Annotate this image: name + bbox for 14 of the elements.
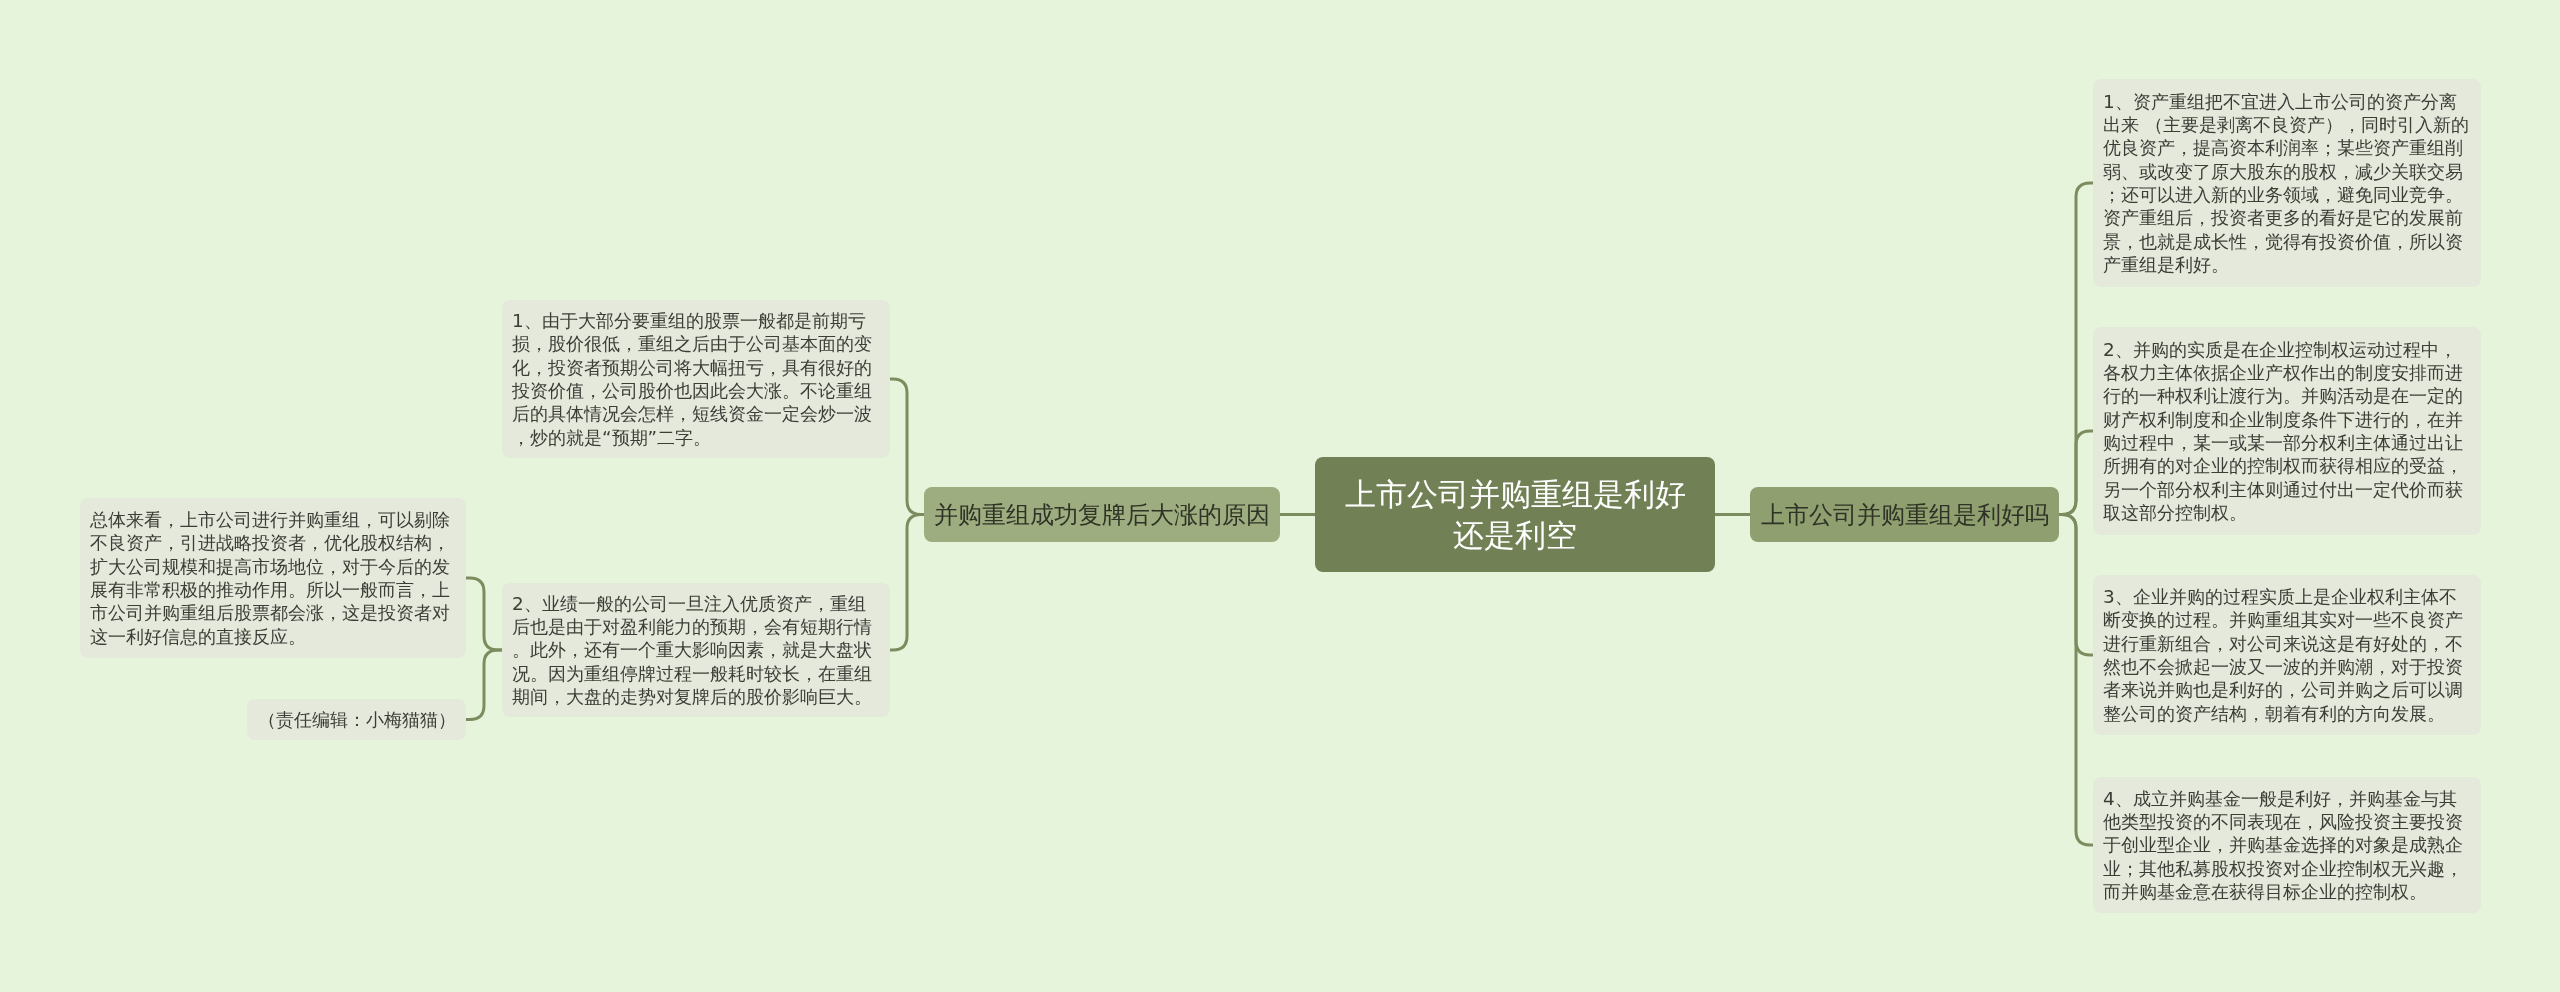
note-box: 3、企业并购的过程实质上是企业权利主体不断变换的过程。并购重组其实对一些不良资产进行重新组合，对公司来说这是有好处的，不然也不会掀起一波又一波的并购潮，对于投资者来说并购也是利好的，公司并购之后可以调整公司的资产结构，朝着有利的方向发展。 <box>2093 575 2481 735</box>
note-box: 2、业绩一般的公司一旦注入优质资产，重组后也是由于对盈利能力的预期，会有短期行情。此外，还有一个重大影响因素，就是大盘状况。因为重组停牌过程一般耗时较长，在重组期间，大盘的走势对复牌后的股价影响巨大。 <box>502 583 890 717</box>
central-topic-box: 上市公司并购重组是利好还是利空 <box>1315 457 1715 572</box>
note-box: 总体来看，上市公司进行并购重组，可以剔除不良资产，引进战略投资者，优化股权结构，扩大公司规模和提高市场地位，对于今后的发展有非常积极的推动作用。所以一般而言，上市公司并购重组后股票都会涨，这是投资者对这一利好信息的直接反应。 <box>80 498 466 658</box>
note-box: 1、由于大部分要重组的股票一般都是前期亏损，股价很低，重组之后由于公司基本面的变化，投资者预期公司将大幅扭亏，具有很好的投资价值，公司股价也因此会大涨。不论重组后的具体情况会怎样，短线资金一定会炒一波，炒的就是“预期”二字。 <box>502 300 890 458</box>
connector-line <box>1715 513 1750 516</box>
connector-line <box>1280 513 1315 516</box>
note-box: 4、成立并购基金一般是利好，并购基金与其他类型投资的不同表现在，风险投资主要投资于创业型企业，并购基金选择的对象是成熟企业；其他私募股权投资对企业控制权无兴趣，而并购基金意在获得目标企业的控制权。 <box>2093 777 2481 913</box>
topic-box: 并购重组成功复牌后大涨的原因 <box>924 487 1280 542</box>
connector-line <box>466 648 502 721</box>
topic-box: 上市公司并购重组是利好吗 <box>1750 487 2059 542</box>
note-box: 1、资产重组把不宜进入上市公司的资产分离出来 （主要是剥离不良资产），同时引入新的优良资产，提高资本利润率；某些资产重组削弱、或改变了原大股东的股权，减少关联交易；还可以进入新的业务领域，避免同业竞争。资产重组后，投资者更多的看好是它的发展前景，也就是成长性，觉得有投资价值，所以资产重组是利好。 <box>2093 79 2481 287</box>
note-box: 2、并购的实质是在企业控制权运动过程中，各权力主体依据企业产权作出的制度安排而进行的一种权利让渡行为。并购活动是在一定的财产权利制度和企业制度条件下进行的，在并购过程中，某一或某一部分权利主体通过出让所拥有的对企业的控制权而获得相应的受益，另一个部分权利主体则通过付出一定代价而获取这部分控制权。 <box>2093 327 2481 535</box>
note-box: （责任编辑：小梅猫猫） <box>247 699 466 740</box>
